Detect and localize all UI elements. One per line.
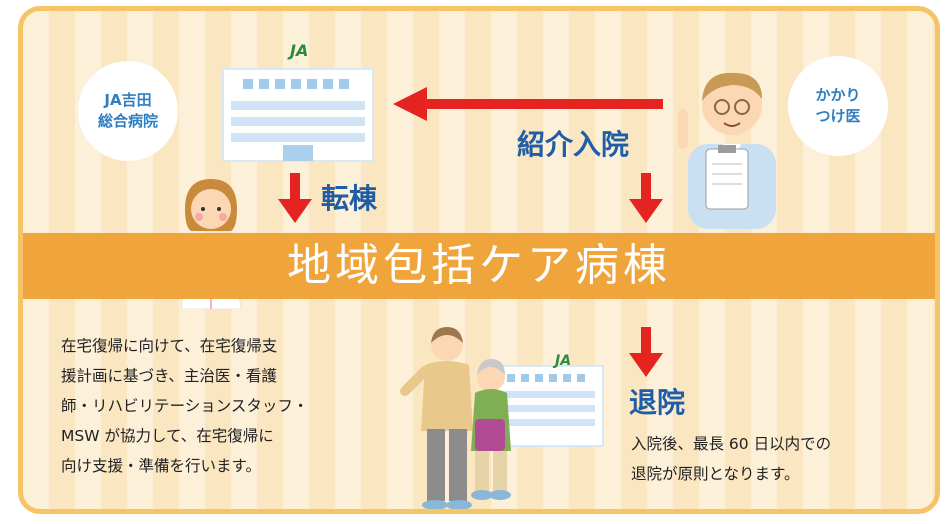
diagram-frame: JA吉田 総合病院 JA 紹介入院: [18, 6, 940, 514]
ja-logo: JA: [290, 41, 309, 60]
support-text-line: 在宅復帰に向けて、在宅復帰支: [61, 337, 278, 355]
ja-logo-small: JA: [555, 353, 572, 369]
discharge-arrow-icon: [629, 327, 663, 377]
admission-down-arrow-icon: [629, 173, 663, 223]
ward-title: 地域包括ケア病棟: [287, 240, 671, 291]
ja-hospital-name-line1: JA吉田: [104, 91, 152, 109]
doctor-illustration: [678, 72, 776, 229]
gp-circle: かかり つけ医: [788, 56, 888, 156]
support-text-line: 師・リハビリテーションスタッフ・: [61, 397, 309, 415]
hospital-building-icon: [222, 68, 374, 162]
support-description: 在宅復帰に向けて、在宅復帰支 援計画に基づき、主治医・看護 師・リハビリテーショ…: [61, 331, 308, 481]
transfer-arrow-icon: [278, 173, 312, 223]
ja-hospital-circle: JA吉田 総合病院: [78, 61, 178, 161]
support-text-line: 援計画に基づき、主治医・看護: [61, 367, 277, 385]
elderly-couple-illustration: [400, 327, 604, 509]
discharge-text-line: 退院が原則となります。: [631, 465, 800, 483]
discharge-text-line: 入院後、最長 60 日以内での: [631, 435, 832, 453]
gp-name-line1: かかり: [815, 86, 861, 104]
discharge-description: 入院後、最長 60 日以内での 退院が原則となります。: [631, 429, 831, 489]
admission-label: 紹介入院: [517, 128, 630, 161]
ward-band: [23, 233, 935, 299]
admission-arrow-icon: [393, 87, 663, 121]
transfer-label: 転棟: [321, 182, 378, 215]
gp-name-line2: つけ医: [815, 107, 861, 125]
discharge-label: 退院: [629, 386, 686, 419]
support-text-line: MSW が協力して、在宅復帰に: [61, 427, 274, 445]
ja-hospital-name-line2: 総合病院: [97, 112, 158, 130]
support-text-line: 向け支援・準備を行います。: [61, 457, 261, 475]
